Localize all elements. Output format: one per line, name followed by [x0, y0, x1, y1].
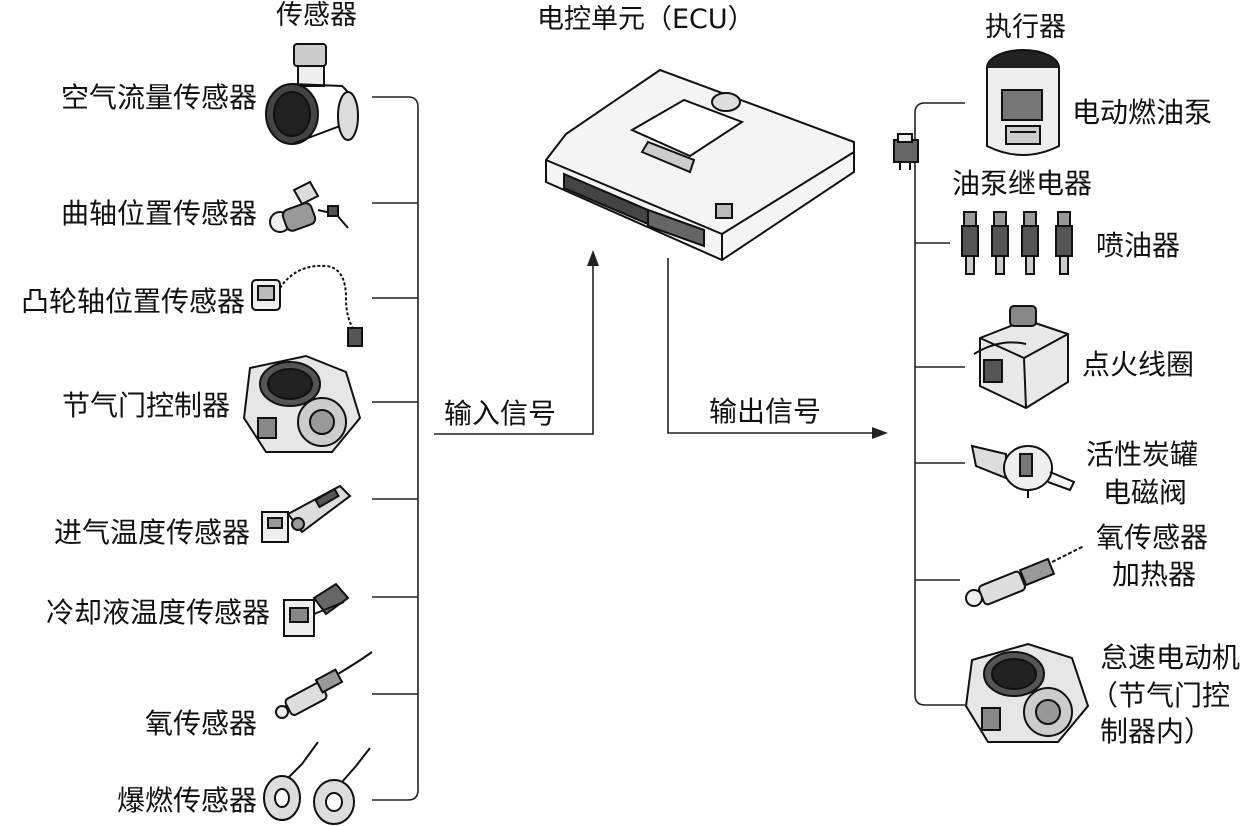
canister-solenoid-icon	[970, 444, 1076, 498]
sensor-label-intake-temp: 进气温度传感器	[53, 516, 250, 549]
actuator-bracket	[914, 102, 965, 706]
actuator-label-ignition-coil: 点火线圈	[1082, 348, 1195, 381]
throttle-controller-icon	[242, 354, 362, 453]
sensor-label-coolant-temp: 冷却液温度传感器	[45, 596, 270, 629]
fuel-injector-icon	[961, 211, 1073, 275]
pump-relay-icon	[893, 133, 919, 170]
intake-temperature-sensor-icon	[261, 484, 352, 543]
sensor-label-camshaft: 凸轮轴位置传感器	[20, 285, 245, 318]
actuator-label-idle-2: （节气门控	[1090, 679, 1231, 712]
actuator-label-o2heater-2: 加热器	[1112, 558, 1197, 591]
air-flow-sensor-icon	[265, 43, 359, 145]
knock-sensor-icon	[263, 741, 371, 825]
sensor-label-crankshaft: 曲轴位置传感器	[60, 197, 257, 230]
ecu-unit-icon	[545, 68, 855, 262]
crankshaft-sensor-icon	[269, 180, 349, 233]
input-arrow-head	[587, 250, 599, 266]
oxygen-sensor-icon	[275, 651, 373, 719]
actuator-label-idle-1: 怠速电动机	[1100, 641, 1241, 674]
ecu-header: 电控单元（ECU）	[537, 4, 755, 35]
sensor-label-knock: 爆燃传感器	[116, 784, 257, 817]
actuator-label-fuel-pump: 电动燃油泵	[1072, 96, 1213, 129]
actuator-label-pump-relay: 油泵继电器	[952, 167, 1093, 200]
actuator-label-canister-2: 电磁阀	[1103, 476, 1188, 509]
actuator-label-injector: 喷油器	[1096, 229, 1181, 262]
sensor-label-maf: 空气流量传感器	[60, 81, 257, 114]
fuel-pump-icon	[986, 49, 1060, 156]
input-signal-label: 输入信号	[444, 397, 557, 430]
actuators-header: 执行器	[985, 12, 1066, 43]
output-arrow-head	[872, 427, 888, 439]
input-signal-line	[434, 262, 594, 435]
sensor-label-oxygen: 氧传感器	[144, 707, 257, 740]
actuator-label-canister-1: 活性炭罐	[1086, 438, 1199, 471]
camshaft-sensor-icon	[251, 264, 363, 347]
idle-motor-icon	[964, 642, 1090, 743]
oxygen-sensor-heater-icon	[965, 545, 1085, 607]
actuator-label-o2heater-1: 氧传感器	[1096, 521, 1209, 554]
ignition-coil-icon	[973, 305, 1069, 410]
sensor-label-throttle: 节气门控制器	[61, 389, 230, 422]
coolant-temperature-sensor-icon	[283, 582, 350, 637]
sensor-bracket	[372, 96, 419, 801]
output-signal-line	[667, 258, 875, 434]
sensors-header: 传感器	[276, 0, 357, 31]
actuator-label-idle-3: 制器内）	[1100, 715, 1213, 748]
output-signal-label: 输出信号	[709, 395, 822, 428]
